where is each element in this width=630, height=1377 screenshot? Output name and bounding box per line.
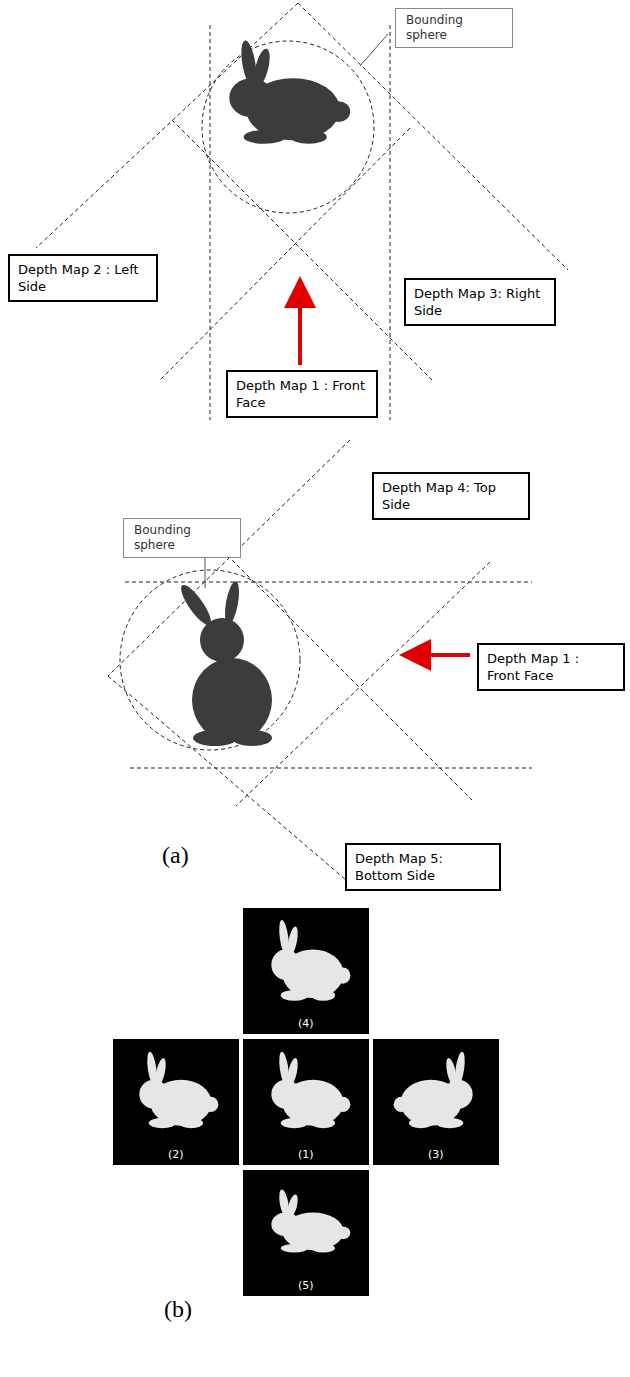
box-text: Depth Map 3: Right Side <box>414 285 546 319</box>
view-label-box: Depth Map 5: Bottom Side <box>345 843 501 891</box>
image-number: (3) <box>428 1148 444 1161</box>
depth-images <box>113 908 499 1296</box>
box-text: Depth Map 4: Top Side <box>382 479 520 513</box>
projection-lines <box>36 3 568 420</box>
bunny-model <box>177 580 272 746</box>
projection-lines <box>108 440 532 880</box>
view-label-box: Depth Map 2 : Left Side <box>8 254 158 302</box>
callout-box: Bounding sphere <box>395 8 513 48</box>
bunny-model <box>229 40 350 144</box>
box-text: Bounding sphere <box>406 13 502 43</box>
view-arrow <box>415 653 470 657</box>
image-number: (4) <box>298 1017 314 1030</box>
view-label-box: Depth Map 3: Right Side <box>404 278 556 326</box>
box-text: Bounding sphere <box>134 523 230 553</box>
image-number: (1) <box>298 1148 314 1161</box>
view-label-box: Depth Map 1 : Front Face <box>226 370 378 418</box>
image-number: (5) <box>298 1279 314 1292</box>
panel-label: (b) <box>164 1296 192 1323</box>
view-arrow <box>298 292 302 365</box>
box-text: Depth Map 5: Bottom Side <box>355 850 491 884</box>
callout-box: Bounding sphere <box>123 518 241 558</box>
view-label-box: Depth Map 4: Top Side <box>372 472 530 520</box>
leader-line <box>360 34 388 66</box>
panel-label: (a) <box>162 842 189 869</box>
box-text: Depth Map 1 : Front Face <box>487 650 615 684</box>
image-number: (2) <box>168 1148 184 1161</box>
view-label-box: Depth Map 1 : Front Face <box>477 643 625 691</box>
box-text: Depth Map 1 : Front Face <box>236 377 368 411</box>
box-text: Depth Map 2 : Left Side <box>18 261 148 295</box>
